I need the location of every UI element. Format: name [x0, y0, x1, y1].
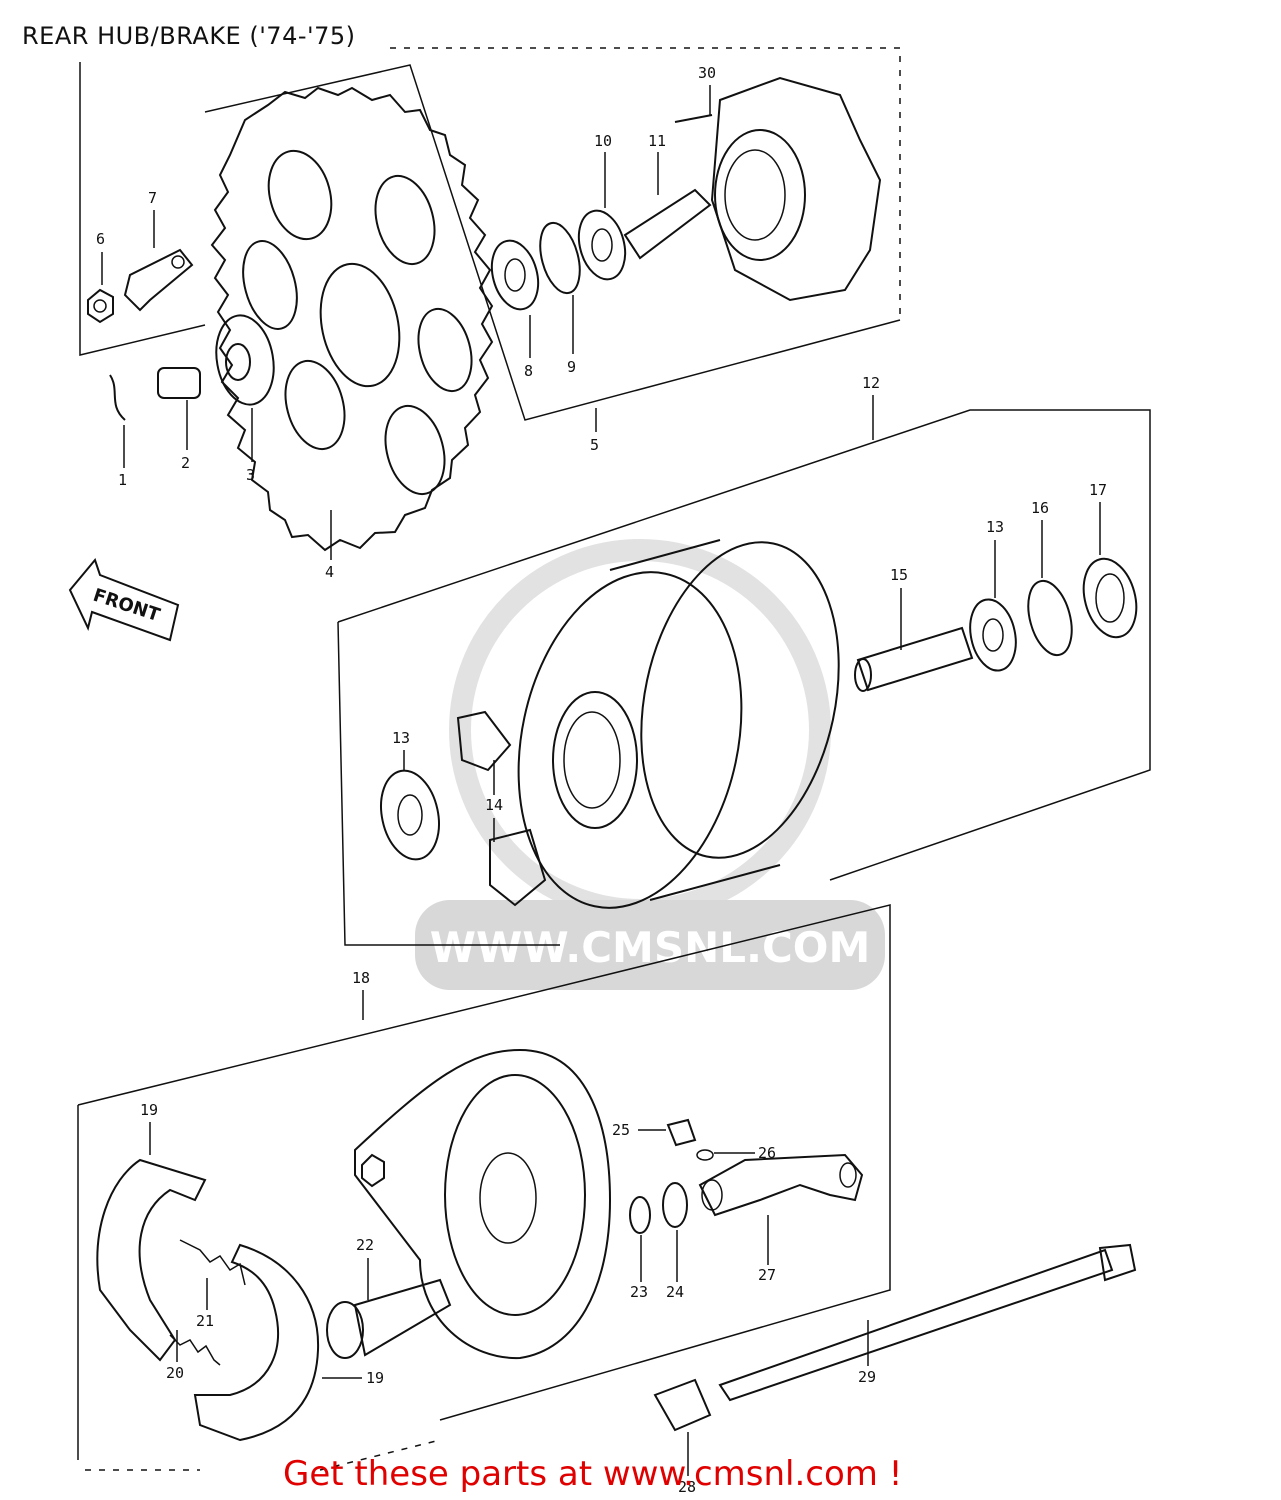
callout-1: 1	[118, 471, 127, 489]
callout-26: 26	[758, 1144, 776, 1162]
callout-5: 5	[590, 436, 599, 454]
callout-29: 29	[858, 1368, 876, 1386]
callout-24: 24	[666, 1283, 684, 1301]
callout-16: 16	[1031, 499, 1049, 517]
callout-9: 9	[567, 358, 576, 376]
diagram-title: REAR HUB/BRAKE ('74-'75)	[22, 22, 356, 50]
callout-8: 8	[524, 362, 533, 380]
front-arrow-icon: FRONT	[68, 557, 180, 642]
callout-7: 7	[148, 189, 157, 207]
callout-11: 11	[648, 132, 666, 150]
callout-6: 6	[96, 230, 105, 248]
callout-14: 14	[485, 796, 503, 814]
group-brake	[77, 904, 1137, 1471]
callout-17: 17	[1089, 481, 1107, 499]
footer-link-text[interactable]: Get these parts at www.cmsnl.com !	[283, 1454, 903, 1494]
callouts-brake: 18 19 19 20 21 22 23 24 25 26 27 28 29	[140, 969, 876, 1496]
callout-4: 4	[325, 563, 334, 581]
callout-21: 21	[196, 1312, 214, 1330]
callout-3: 3	[246, 466, 255, 484]
callout-12: 12	[862, 374, 880, 392]
callout-2: 2	[181, 454, 190, 472]
callout-13-left: 13	[392, 729, 410, 747]
callout-19-bottom: 19	[366, 1369, 384, 1387]
callout-18: 18	[352, 969, 370, 987]
callout-30: 30	[698, 64, 716, 82]
callout-20: 20	[166, 1364, 184, 1382]
callout-25: 25	[612, 1121, 630, 1139]
callout-23: 23	[630, 1283, 648, 1301]
group-hub	[337, 409, 1151, 946]
callout-10: 10	[594, 132, 612, 150]
callout-19-top: 19	[140, 1101, 158, 1119]
callouts-top: 1 2 3 4 5 6 7 8 9 10 11 30	[96, 64, 716, 581]
callout-13-right: 13	[986, 518, 1004, 536]
group-sprocket	[79, 47, 901, 552]
callout-15: 15	[890, 566, 908, 584]
front-label: FRONT	[90, 585, 163, 626]
callout-22: 22	[356, 1236, 374, 1254]
callouts-hub: 12 13 13 14 15 16 17	[392, 374, 1107, 842]
callout-27: 27	[758, 1266, 776, 1284]
callout-28: 28	[678, 1478, 696, 1496]
